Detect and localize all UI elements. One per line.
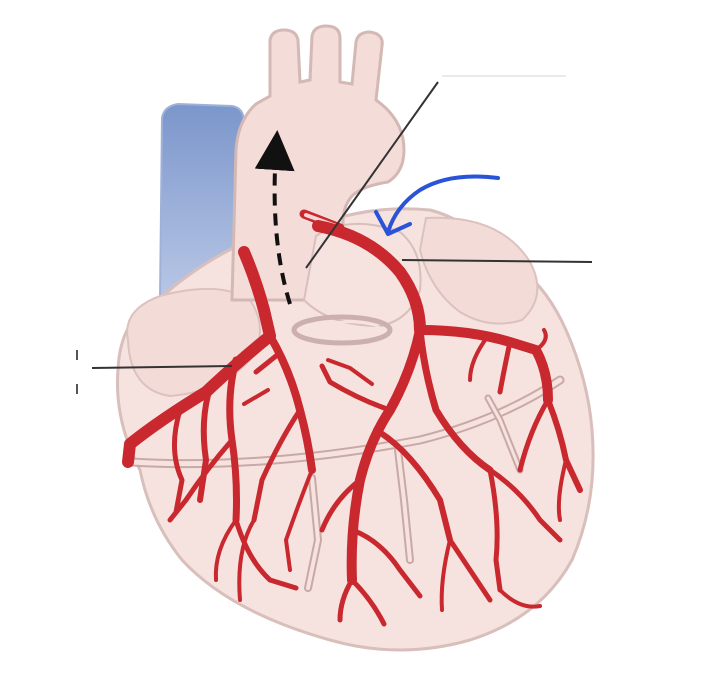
leader-line-aortic-valve xyxy=(305,81,439,269)
leader-line-right-coronary xyxy=(91,365,233,369)
leader-lines xyxy=(91,75,593,369)
flow-arrow-icon xyxy=(254,130,295,305)
leader-line-left-coronary xyxy=(401,259,593,263)
right-coronary-artery xyxy=(122,246,316,602)
edge-marks xyxy=(76,350,78,394)
left-coronary-artery xyxy=(312,220,583,627)
left-auricle xyxy=(418,216,539,325)
curved-arrow-icon xyxy=(374,174,500,236)
aorta xyxy=(230,24,406,302)
pulmonary-valve-ring xyxy=(291,314,393,346)
